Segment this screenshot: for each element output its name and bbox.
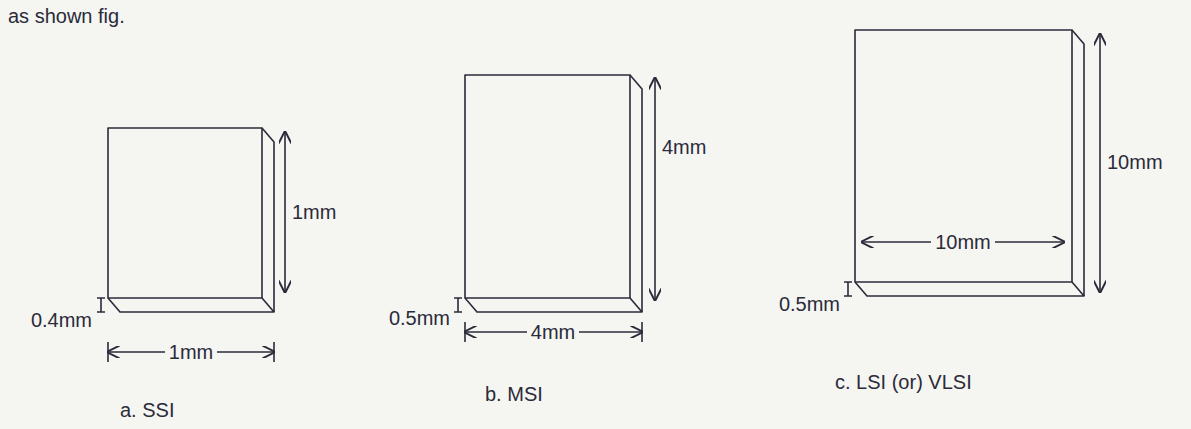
dimension-label: 0.4mm xyxy=(31,308,92,332)
dimension-label: 1mm xyxy=(165,340,217,364)
dimension-tick xyxy=(273,342,275,362)
dimension-label: 0.5mm xyxy=(779,292,840,316)
dimension-label: 0.5mm xyxy=(389,306,450,330)
figure-caption: a. SSI xyxy=(120,398,174,422)
figure-caption: b. MSI xyxy=(485,382,543,406)
dimension-line xyxy=(654,78,656,300)
figure-caption: c. LSI (or) VLSI xyxy=(835,370,972,394)
lsi-chip xyxy=(855,30,1084,296)
thickness-mark xyxy=(97,298,105,312)
ssi-chip xyxy=(108,128,274,312)
dimension-tick xyxy=(464,322,466,342)
msi-chip xyxy=(465,75,642,312)
dimension-tick xyxy=(107,342,109,362)
thickness-mark xyxy=(454,298,462,312)
dimension-line xyxy=(1099,34,1101,292)
note-text: as shown fig. xyxy=(8,4,125,28)
thickness-mark xyxy=(844,282,852,296)
dimension-line xyxy=(284,132,286,292)
dimension-label: 4mm xyxy=(662,135,706,159)
dimension-label: 10mm xyxy=(1107,150,1163,174)
dimension-label: 4mm xyxy=(527,320,579,344)
dimension-label: 1mm xyxy=(292,200,336,224)
dimension-tick xyxy=(641,322,643,342)
dimension-label: 10mm xyxy=(931,230,995,254)
